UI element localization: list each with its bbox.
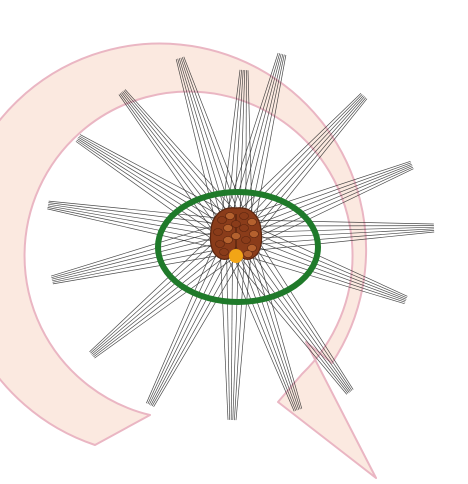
organ-layer — [210, 208, 261, 263]
organ-lobule — [240, 213, 249, 220]
organ-lobule — [250, 231, 259, 238]
organ-lobule — [226, 213, 235, 220]
organ-lobule — [242, 237, 251, 244]
organ-lobule — [216, 241, 225, 248]
organ-lobule — [244, 251, 253, 258]
organ-lobule — [224, 237, 233, 244]
organ-lobule — [248, 219, 257, 226]
lesion-dot — [229, 249, 243, 263]
organ-lobule — [232, 221, 241, 228]
organ-lobule — [240, 225, 249, 232]
organ-lobule — [224, 225, 233, 232]
organ-lobule — [218, 217, 227, 224]
organ-lobule — [220, 249, 229, 256]
organ-lobule — [214, 229, 223, 236]
organ-lobule — [232, 233, 241, 240]
